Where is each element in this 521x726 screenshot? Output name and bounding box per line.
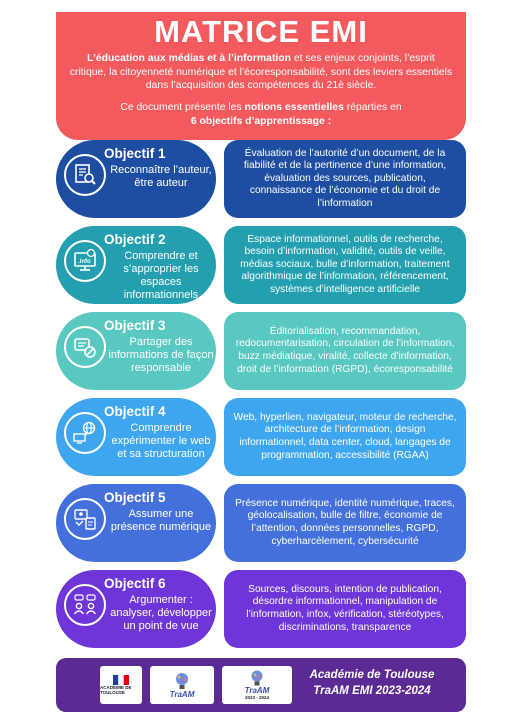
objective-pill-1: Objectif 1 Reconnaître l’auteur, être au… [56,140,216,218]
objective-desc-4: Comprendre expérimenter le web et sa str… [111,422,211,460]
document-presentation: Ce document présente les notions essenti… [68,101,454,129]
page-title: MATRICE EMI [154,14,368,49]
computer-info-icon: .info [64,240,106,282]
intro-bold: L’éducation aux médias et à l’informatio… [87,53,291,64]
objective-notions-1: Évaluation de l’autorité d’un document, … [224,140,466,218]
intro-text: L’éducation aux médias et à l’informatio… [68,52,454,93]
objective-desc-6: Argumenter : analyser, développer un poi… [110,594,212,632]
lightbulb-icon [176,672,188,689]
objective-title-1: Objectif 1 [104,146,166,161]
objective-title-3: Objectif 3 [104,318,166,333]
objective-notions-3: Éditorialisation, recommandation, redocu… [224,312,466,390]
objective-pill-4: Objectif 4 Comprendre expérimenter le we… [56,398,216,476]
objective-title-2: Objectif 2 [104,232,166,247]
objective-title-6: Objectif 6 [104,576,166,591]
objective-row-6: Objectif 6 Argumenter : analyser, dévelo… [56,570,466,648]
objective-notions-5: Présence numérique, identité numérique, … [224,484,466,562]
footer-traam: TraAM EMI 2023-2024 [313,685,431,697]
objective-row-3: Objectif 3 Partager des informations de … [56,312,466,390]
web-network-icon [64,412,106,454]
objective-desc-2: Comprendre et s’approprier les espaces i… [123,250,199,301]
objective-row-1: Objectif 1 Reconnaître l’auteur, être au… [56,140,466,218]
doc-bold-notions: notions essentielles [244,101,344,113]
objective-row-2: .info Objectif 2 Comprendre et s’appropr… [56,226,466,304]
objective-desc-5: Assumer une présence numérique [110,508,212,533]
doc-prefix: Ce document présente les [120,101,245,113]
doc-middle: réparties en [343,101,402,113]
objective-desc-3: Partager des informations de façon respo… [108,336,214,374]
footer-credits: Académie de Toulouse TraAM EMI 2023-2024 [292,667,452,699]
objective-row-4: Objectif 4 Comprendre expérimenter le we… [56,398,466,476]
traam-year-logo: TraAM 2023 - 2024 [222,666,292,704]
objective-pill-2: .info Objectif 2 Comprendre et s’appropr… [56,226,216,304]
traam-year-logo-text: TraAM [244,686,270,695]
doc-bold-objectives: 6 objectifs d’apprentissage : [190,115,332,127]
objective-pill-3: Objectif 3 Partager des informations de … [56,312,216,390]
flag-icon [113,675,129,685]
document-search-icon [64,154,106,196]
traam-logo: TraAM [150,666,214,704]
lightbulb-icon [251,670,263,686]
svg-text:.info: .info [78,259,91,265]
digital-presence-icon [64,498,106,540]
objective-pill-6: Objectif 6 Argumenter : analyser, dévelo… [56,570,216,648]
traam-logo-text: TraAM [169,689,195,699]
footer-banner: ACADÉMIE DE TOULOUSE TraAM TraAM 2023 - … [56,658,466,712]
academie-logo-text: ACADÉMIE DE TOULOUSE [100,685,132,695]
intro-rest: et ses enjeux conjoints, l’esprit critiq… [69,53,453,91]
objective-notions-6: Sources, discours, intention de publicat… [224,570,466,648]
academie-logo: ACADÉMIE DE TOULOUSE [100,666,142,704]
share-forbidden-icon [64,326,106,368]
objective-pill-5: Objectif 5 Assumer une présence numériqu… [56,484,216,562]
header-banner: MATRICE EMI L’éducation aux médias et à … [56,12,466,140]
traam-year-logo-year: 2023 - 2024 [244,695,270,700]
objective-desc-1: Reconnaître l’auteur, être auteur [110,164,212,189]
objective-title-5: Objectif 5 [104,490,166,505]
objective-title-4: Objectif 4 [104,404,166,419]
objective-notions-2: Espace informationnel, outils de recherc… [224,226,466,304]
objective-notions-4: Web, hyperlien, navigateur, moteur de re… [224,398,466,476]
objective-row-5: Objectif 5 Assumer une présence numériqu… [56,484,466,562]
debate-people-icon [64,584,106,626]
footer-academie: Académie de Toulouse [309,669,435,681]
